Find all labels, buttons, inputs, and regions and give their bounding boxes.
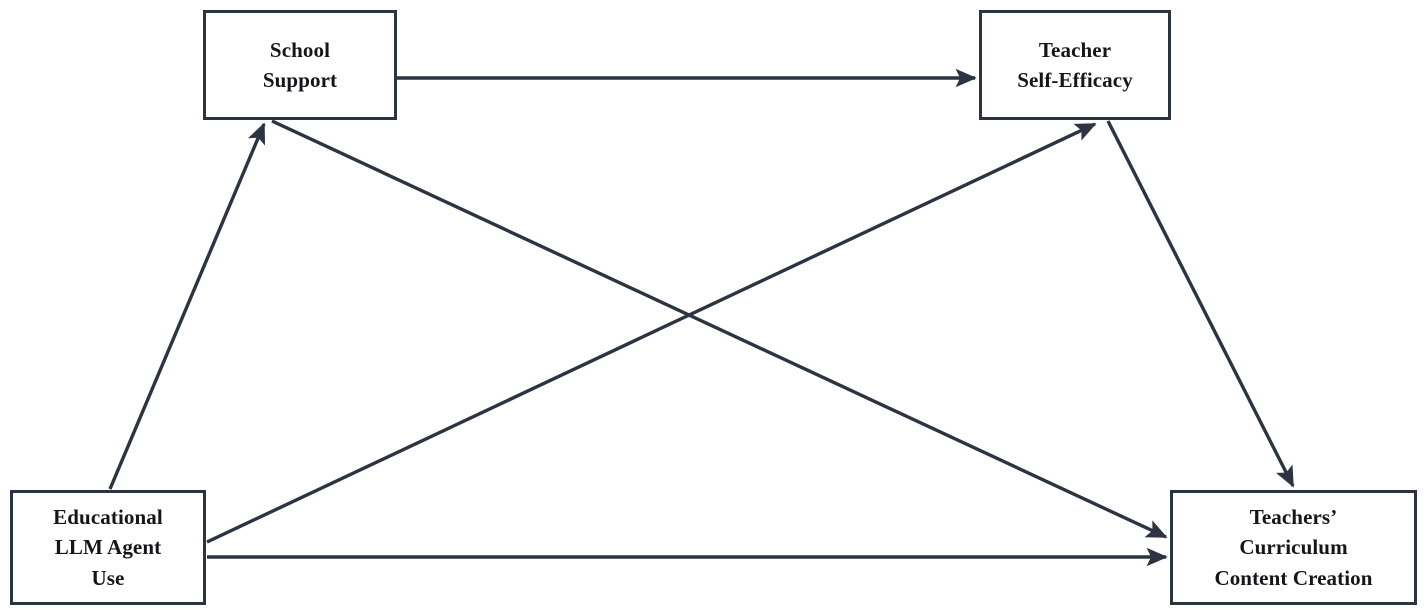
node-teachers-curriculum-content-creation-label: Teachers’ Curriculum Content Creation <box>1214 504 1373 590</box>
node-school-support: School Support <box>203 10 397 120</box>
node-teachers-curriculum-content-creation: Teachers’ Curriculum Content Creation <box>1170 490 1417 605</box>
arrow-llm-agent-use-to-teacher-self-efficacy <box>206 122 1097 544</box>
node-school-support-label: School Support <box>262 37 338 92</box>
node-educational-llm-agent-use-label: Educational LLM Agent Use <box>53 504 163 590</box>
node-educational-llm-agent-use: Educational LLM Agent Use <box>10 490 206 605</box>
node-teacher-self-efficacy: Teacher Self-Efficacy <box>979 10 1171 120</box>
node-teacher-self-efficacy-label: Teacher Self-Efficacy <box>1017 37 1133 92</box>
arrow-teacher-self-efficacy-to-curriculum <box>1106 120 1295 488</box>
arrow-llm-agent-use-to-school-support <box>108 122 266 490</box>
arrow-school-support-to-curriculum <box>271 119 1168 539</box>
